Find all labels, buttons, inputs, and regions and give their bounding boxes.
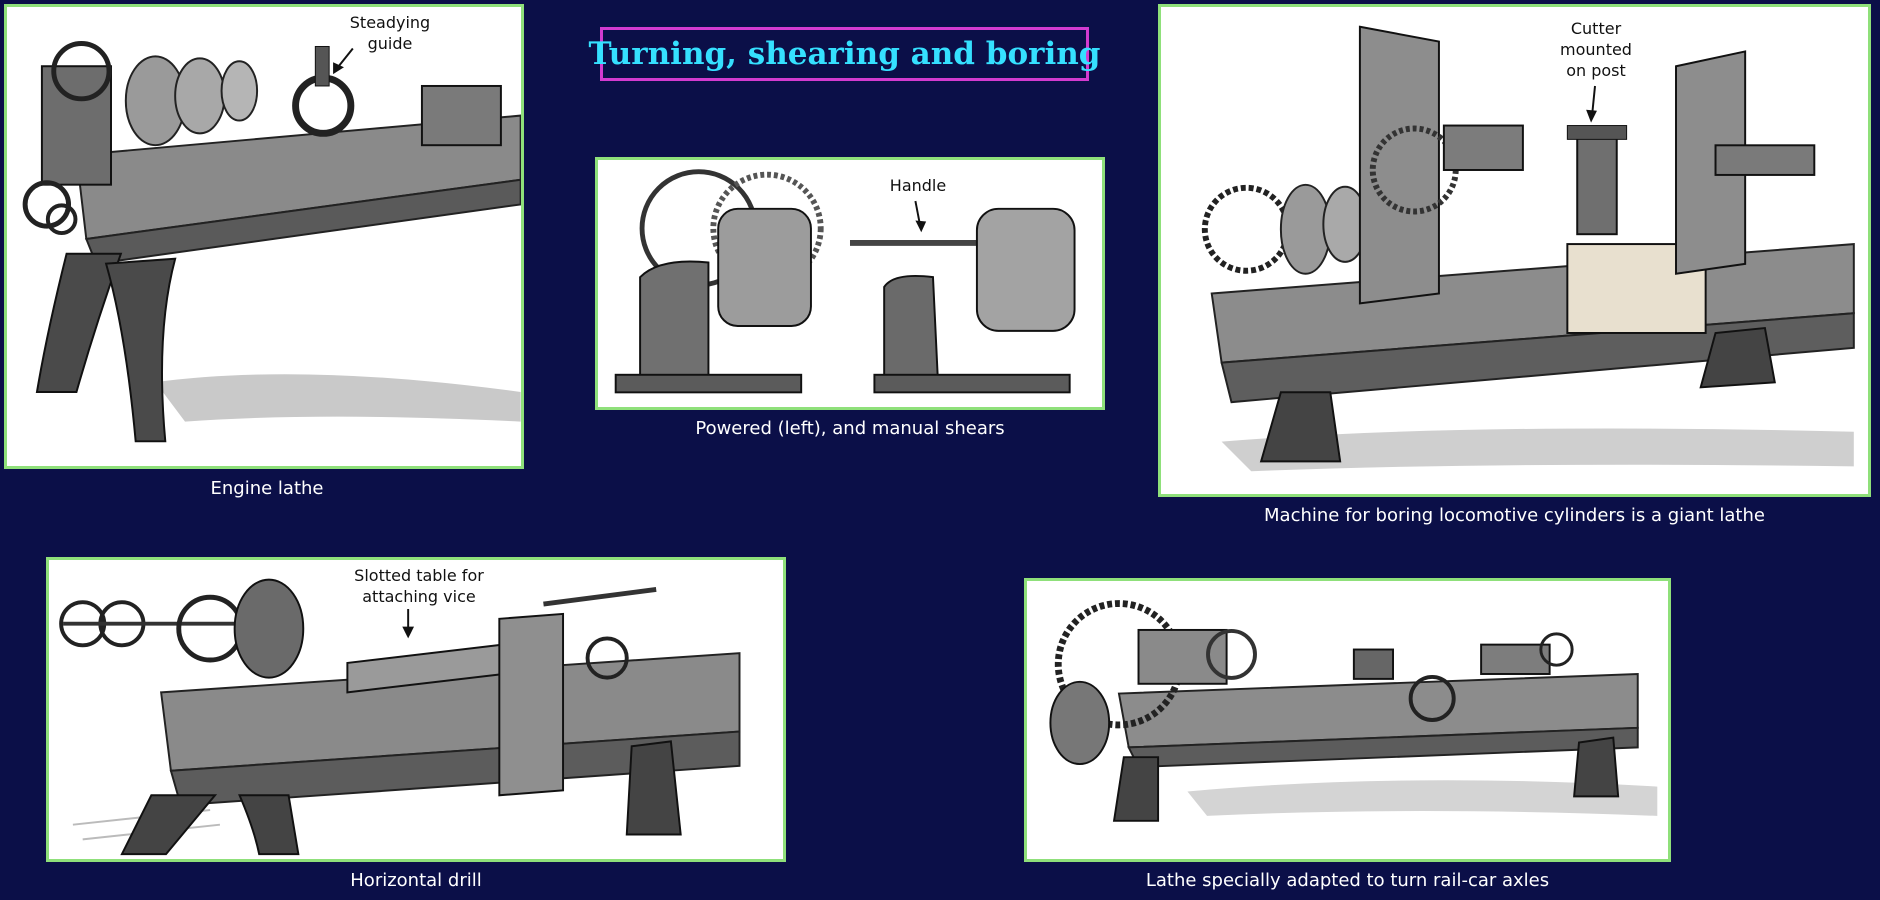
axle-lathe-caption: Lathe specially adapted to turn rail-car… xyxy=(1145,870,1550,891)
horizontal-drill-caption: Horizontal drill xyxy=(350,870,482,891)
title-box: Turning, shearing and boring xyxy=(589,27,1100,81)
shears-illustration: Handle xyxy=(595,157,1105,410)
annotation-line: mounted xyxy=(1560,39,1632,59)
horizontal-drill-illustration: Slotted table for attaching vice xyxy=(46,557,786,862)
axle-lathe-illustration xyxy=(1024,578,1671,862)
shears-drawing xyxy=(614,169,1076,394)
annotation-line: on post xyxy=(1566,60,1626,80)
cutter-annotation: Cutter mounted on post xyxy=(1541,19,1651,81)
horizontal-drill-drawing xyxy=(59,578,741,856)
page-title: Turning, shearing and boring xyxy=(588,36,1101,72)
handle-annotation: Handle xyxy=(889,176,947,195)
annotation-line: Steadying xyxy=(349,13,431,32)
engine-lathe-drawing xyxy=(22,41,521,443)
shears-caption: Powered (left), and manual shears xyxy=(695,418,1005,439)
steadying-guide-annotation: Steadying guide xyxy=(340,13,440,55)
annotation-line: Cutter xyxy=(1570,19,1622,38)
annotation-line: attaching vice xyxy=(362,586,476,606)
slotted-table-annotation: Slotted table for attaching vice xyxy=(319,566,519,608)
engine-lathe-illustration: Steadying guide xyxy=(4,4,524,469)
engine-lathe-caption: Engine lathe xyxy=(210,478,324,499)
boring-machine-drawing xyxy=(1201,25,1855,472)
annotation-line: Slotted table for xyxy=(354,566,484,585)
annotation-line: guide xyxy=(367,33,413,53)
axle-lathe-drawing xyxy=(1049,600,1658,822)
boring-machine-illustration: Cutter mounted on post xyxy=(1158,4,1871,497)
boring-machine-caption: Machine for boring locomotive cylinders … xyxy=(1264,505,1765,526)
